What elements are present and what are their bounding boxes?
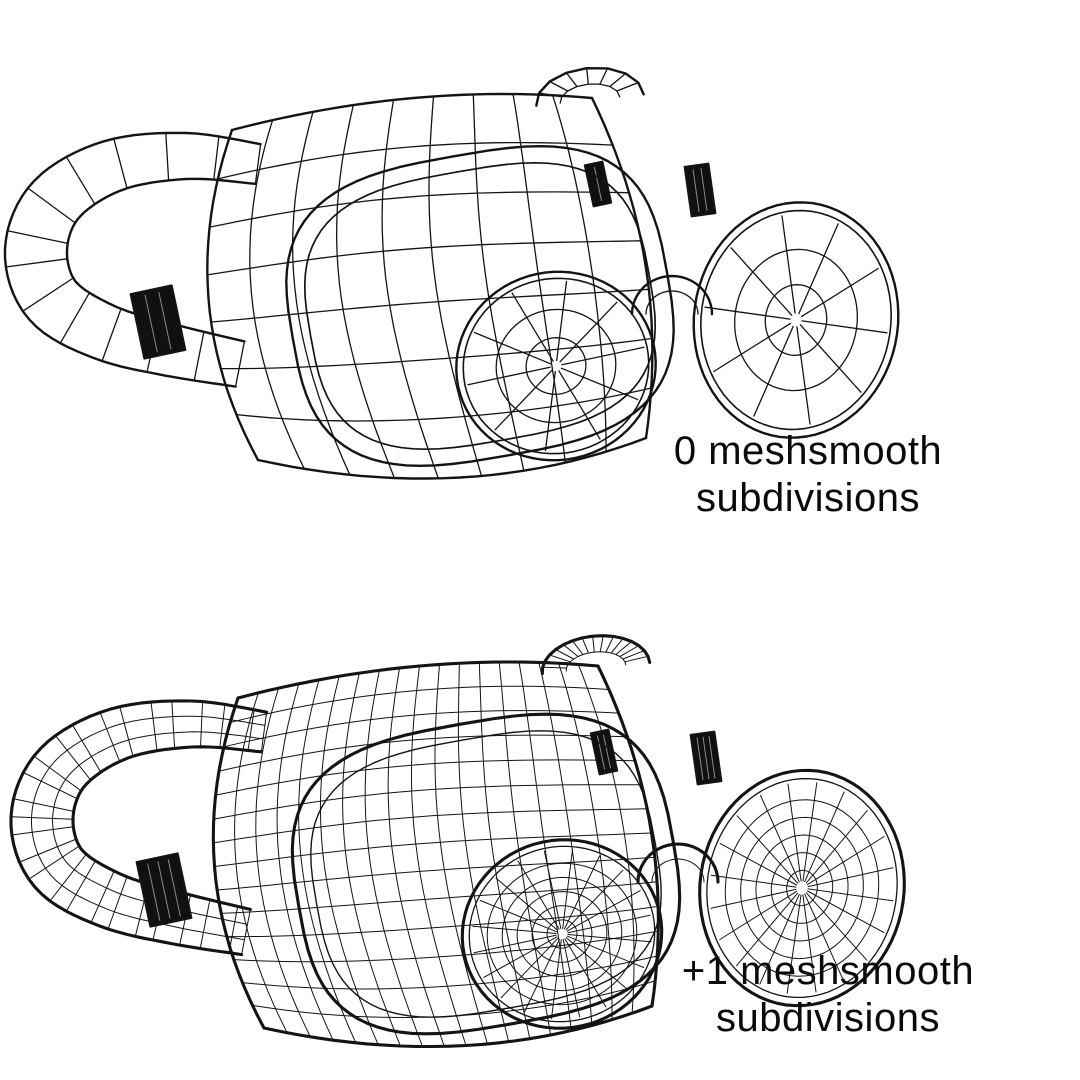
caption-one-subdivision: +1 meshsmooth subdivisions <box>608 948 1048 1042</box>
caption-line-2: subdivisions <box>696 476 920 521</box>
caption-line-1: +1 meshsmooth <box>681 949 975 993</box>
figure-zero-subdivisions: 0 meshsmooth subdivisions <box>3 67 1018 522</box>
figure-one-subdivision: +1 meshsmooth subdivisions <box>0 540 1080 1080</box>
goggles-wireframe-coarse-illustration <box>3 67 900 480</box>
caption-line-1: 0 meshsmooth <box>673 429 943 473</box>
caption-zero-subdivisions: 0 meshsmooth subdivisions <box>598 428 1018 522</box>
caption-line-2: subdivisions <box>716 996 940 1041</box>
goggles-wireframe-smoothed-illustration <box>9 634 906 1049</box>
